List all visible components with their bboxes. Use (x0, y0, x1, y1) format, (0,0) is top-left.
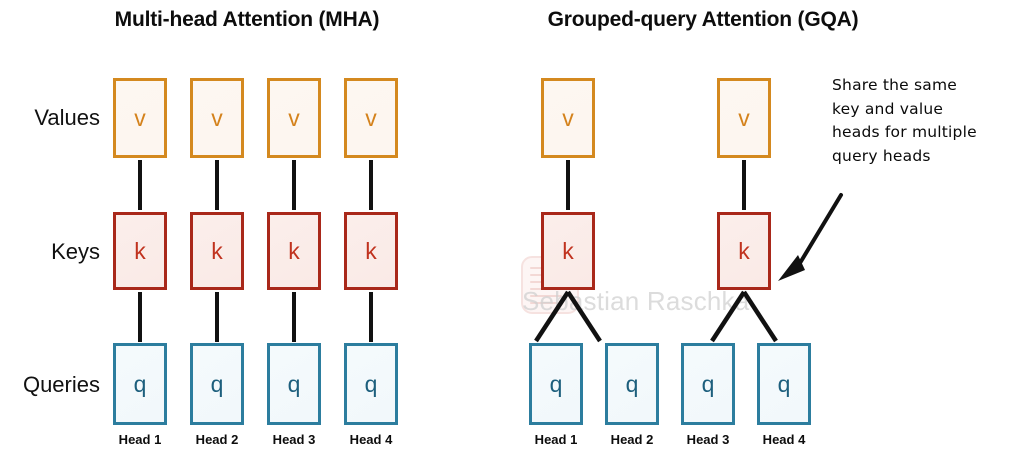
mha-value-head-1: v (113, 78, 167, 158)
annotation-arrow (778, 193, 843, 281)
mha-connector-v-k-3 (292, 160, 296, 210)
mha-connector-v-k-2 (215, 160, 219, 210)
gqa-head-label-4: Head 4 (762, 432, 806, 447)
gqa-head-label-1: Head 1 (534, 432, 578, 447)
annotation-line-1: Share the same (832, 76, 958, 94)
mha-value-head-2: v (190, 78, 244, 158)
row-label-values: Values (34, 105, 100, 130)
panel-title-gqa: Grouped-query Attention (GQA) (547, 8, 859, 31)
mha-value-head-4: v (344, 78, 398, 158)
gqa-query-head-1: q (529, 343, 583, 425)
gqa-connector-v-k-2 (742, 160, 746, 210)
row-label-queries: Queries (22, 372, 100, 397)
row-label-keys: Keys (51, 239, 100, 264)
gqa-key-group-2: k (717, 212, 771, 290)
mha-query-head-1: q (113, 343, 167, 425)
mha-head-label-4: Head 4 (349, 432, 393, 447)
mha-key-head-1: k (113, 212, 167, 290)
mha-connector-v-k-4 (369, 160, 373, 210)
annotation-line-4: query heads (832, 146, 931, 165)
mha-query-head-3: q (267, 343, 321, 425)
mha-connector-k-q-2 (215, 292, 219, 342)
gqa-query-head-4: q (757, 343, 811, 425)
gqa-key-group-1: k (541, 212, 595, 290)
gqa-connector-v-k-1 (566, 160, 570, 210)
mha-head-label-1: Head 1 (118, 432, 162, 447)
mha-key-head-3: k (267, 212, 321, 290)
mha-query-head-4: q (344, 343, 398, 425)
mha-connector-k-q-3 (292, 292, 296, 342)
gqa-head-label-2: Head 2 (610, 432, 654, 447)
gqa-query-head-2: q (605, 343, 659, 425)
mha-key-head-4: k (344, 212, 398, 290)
mha-connector-v-k-1 (138, 160, 142, 210)
mha-head-label-2: Head 2 (195, 432, 239, 447)
mha-connector-k-q-4 (369, 292, 373, 342)
annotation-line-3: heads for multiple (832, 123, 977, 142)
watermark-text: Sebastian Raschka (522, 286, 750, 316)
panel-title-mha: Multi-head Attention (MHA) (114, 8, 380, 31)
gqa-value-group-2: v (717, 78, 771, 158)
mha-query-head-2: q (190, 343, 244, 425)
annotation-line-2: key and value (832, 99, 944, 118)
mha-key-head-2: k (190, 212, 244, 290)
mha-head-label-3: Head 3 (272, 432, 316, 447)
gqa-value-group-1: v (541, 78, 595, 158)
annotation-callout: Share the same key and value heads for m… (832, 74, 1022, 168)
mha-connector-k-q-1 (138, 292, 142, 342)
mha-value-head-3: v (267, 78, 321, 158)
gqa-query-head-3: q (681, 343, 735, 425)
gqa-head-label-3: Head 3 (686, 432, 730, 447)
